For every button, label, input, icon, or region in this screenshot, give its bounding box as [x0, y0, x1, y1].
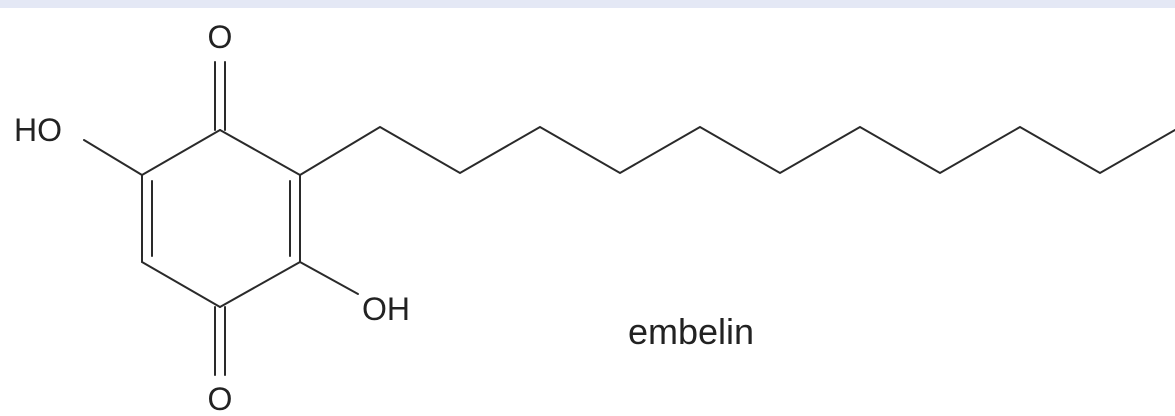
left-hydroxyl-label: HO — [14, 112, 62, 148]
right-hydroxyl-label: OH — [362, 291, 410, 327]
left-hydroxyl-bond — [83, 139, 143, 176]
top-strip — [0, 0, 1175, 8]
compound-name: embelin — [628, 311, 755, 352]
top-oxygen-label: O — [208, 19, 233, 55]
ring-bond-bottom-left — [141, 261, 221, 308]
bottom-oxygen-label: O — [208, 381, 233, 416]
ring-bond-top-left — [141, 129, 221, 176]
ring-bond-top-right — [219, 129, 301, 176]
undecyl-chain — [299, 125, 1175, 176]
ring-bond-bottom-right — [219, 261, 301, 308]
right-hydroxyl-bond — [299, 261, 359, 295]
